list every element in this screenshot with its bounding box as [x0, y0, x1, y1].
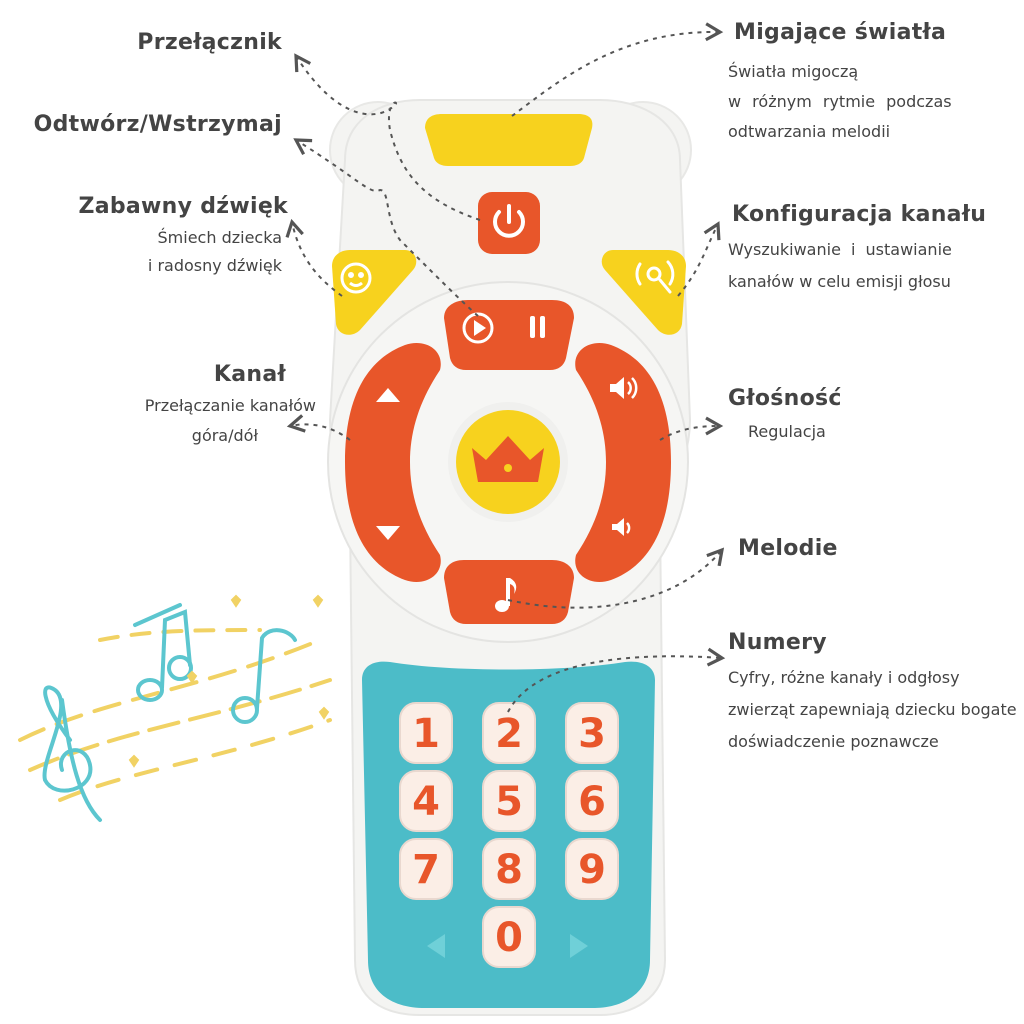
key-label: 8 — [495, 847, 523, 893]
play-pause-button[interactable] — [444, 300, 574, 370]
arrow-melodies — [507, 547, 725, 609]
key-label: 7 — [412, 847, 440, 893]
volume-button[interactable] — [575, 342, 671, 583]
key-2[interactable]: 2 — [482, 702, 536, 764]
arrow-lights — [511, 22, 724, 117]
key-6[interactable]: 6 — [565, 770, 619, 832]
channel-desc-1: Przełączanie kanałów — [144, 396, 316, 415]
key-label: 2 — [495, 711, 523, 757]
key-9[interactable]: 9 — [565, 838, 619, 900]
lights-desc-1: Światła migoczą — [728, 62, 859, 81]
crown-icon — [472, 436, 544, 482]
music-notes-decoration — [18, 594, 332, 822]
fun-sound-button[interactable] — [332, 250, 417, 335]
key-1[interactable]: 1 — [399, 702, 453, 764]
arrow-up-icon — [376, 388, 400, 402]
arrow-play-pause — [293, 138, 479, 317]
numbers-title: Numery — [728, 630, 827, 655]
channel-config-desc-1: Wyszukiwanie i ustawianie — [728, 240, 952, 259]
play-icon — [462, 312, 494, 344]
key-0[interactable]: 0 — [482, 906, 536, 968]
power-icon — [493, 204, 525, 238]
pause-icon — [530, 316, 545, 338]
key-5[interactable]: 5 — [482, 770, 536, 832]
channel-config-title: Konfiguracja kanału — [732, 202, 987, 227]
channel-config-desc-2: kanałów w celu emisji głosu — [728, 272, 951, 291]
play-pause-title: Odtwórz/Wstrzymaj — [33, 112, 282, 137]
flashing-light-bar — [425, 114, 593, 166]
music-note-icon — [495, 578, 517, 612]
key-label: 9 — [578, 847, 606, 893]
channel-title: Kanał — [213, 362, 286, 387]
lights-title: Migające światła — [734, 20, 947, 45]
key-label: 5 — [495, 779, 523, 825]
key-label: 1 — [412, 711, 440, 757]
melody-button[interactable] — [444, 560, 574, 624]
fun-sound-title: Zabawny dźwięk — [78, 194, 288, 219]
power-button[interactable] — [478, 192, 540, 254]
numeric-keypad: 1 2 3 4 5 6 7 8 9 0 — [399, 702, 619, 968]
lights-desc-2: w różnym rytmie podczas — [728, 92, 952, 111]
key-label: 6 — [578, 779, 606, 825]
crown-button[interactable] — [448, 402, 568, 522]
volume-down-icon — [612, 518, 631, 536]
key-7[interactable]: 7 — [399, 838, 453, 900]
channel-button[interactable] — [345, 342, 441, 583]
channel-config-button[interactable] — [601, 250, 686, 335]
baby-face-icon — [340, 262, 372, 294]
melodies-title: Melodie — [738, 536, 838, 561]
key-label: 4 — [412, 779, 440, 825]
annotation-arrows — [285, 22, 726, 713]
lights-desc-3: odtwarzania melodii — [728, 122, 891, 141]
switch-title: Przełącznik — [137, 30, 282, 55]
fun-sound-desc-2: i radosny dźwięk — [147, 256, 282, 275]
numbers-desc-1: Cyfry, różne kanały i odgłosy — [728, 668, 960, 687]
key-8[interactable]: 8 — [482, 838, 536, 900]
numbers-desc-3: doświadczenie poznawcze — [728, 732, 939, 751]
arrow-volume — [659, 416, 724, 441]
channel-desc-2: góra/dół — [191, 426, 258, 445]
arrow-numbers — [507, 647, 726, 713]
numbers-desc-2: zwierząt zapewniają dziecku bogate — [728, 700, 1017, 719]
fun-sound-desc-1: Śmiech dziecka — [157, 228, 282, 247]
key-4[interactable]: 4 — [399, 770, 453, 832]
volume-title: Głośność — [728, 386, 842, 411]
arrow-channel-config — [677, 221, 721, 297]
arrow-channel — [286, 414, 351, 441]
arrow-down-icon — [376, 526, 400, 540]
volume-desc-1: Regulacja — [748, 422, 826, 441]
volume-up-icon — [610, 377, 638, 399]
key-label: 0 — [495, 915, 523, 961]
key-3[interactable]: 3 — [565, 702, 619, 764]
key-label: 3 — [578, 711, 606, 757]
radar-icon — [635, 260, 675, 294]
